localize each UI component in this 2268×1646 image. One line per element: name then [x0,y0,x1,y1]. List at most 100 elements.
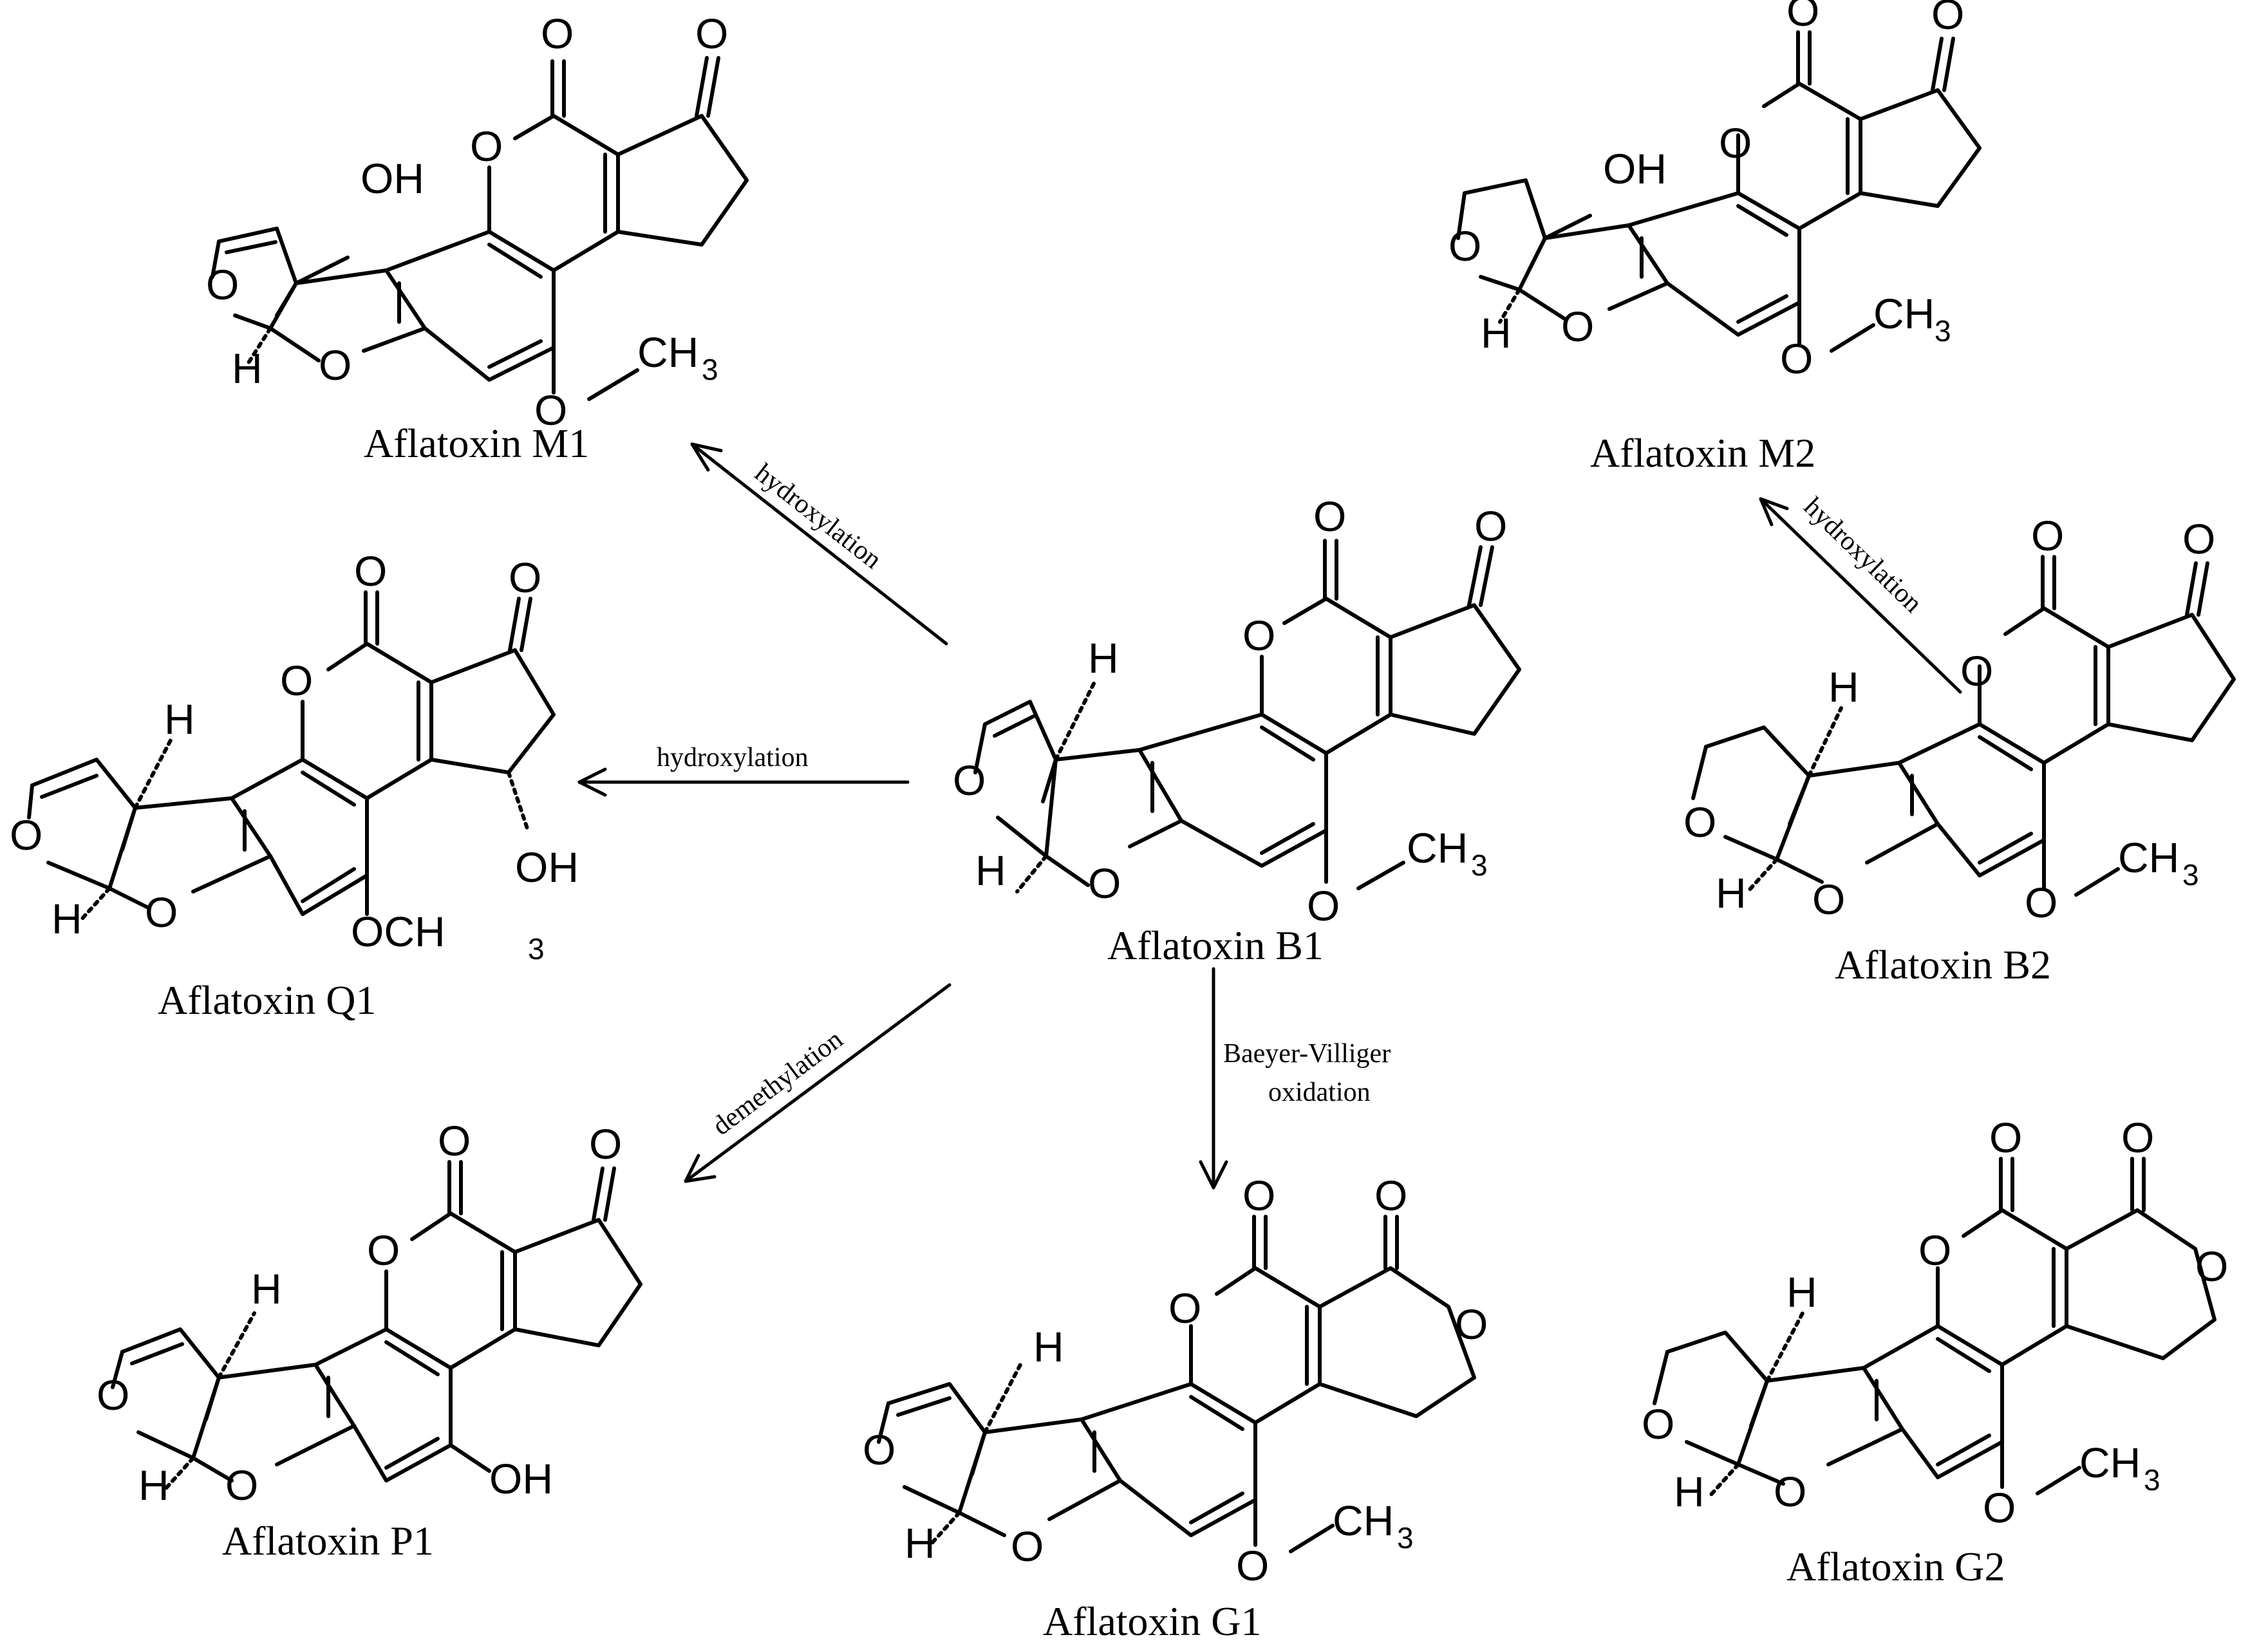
m1-o-ring: O [470,122,503,170]
g1-h-bottom: H [904,1519,935,1567]
label-reaction-to-m1: hydroxylation [749,458,887,575]
arrow-b1-to-m1: hydroxylation [690,442,948,646]
g2-o-carbonyl2: O [2121,1114,2154,1161]
label-p1: Aflatoxin P1 [222,1518,434,1564]
label-reaction-to-g1-line2: oxidation [1268,1078,1371,1107]
q1-och: OCH [351,908,445,955]
p1-o-furan: O [97,1371,129,1419]
m1-h-bottom: H [232,344,263,392]
label-b2: Aflatoxin B2 [1835,942,2051,987]
molecule-b1: O H H O O O O O CH 3 Aflatoxin B1 [953,492,1521,968]
b1-ch: CH [1407,824,1468,872]
g1-sub3: 3 [1397,1521,1414,1555]
b2-ch: CH [2118,834,2179,881]
p1-o-ring: O [367,1226,400,1274]
arrow-b1-to-p1: demethylation [684,983,951,1183]
b2-sub3: 3 [2182,858,2199,892]
m2-sub3: 3 [1935,314,1951,348]
m2-o-ketone: O [1931,0,1964,38]
q1-o-ketone: O [509,554,541,601]
g1-o-bridge: O [1011,1522,1044,1570]
m1-o-carbonyl: O [541,10,574,57]
p1-h-bottom: H [138,1461,169,1509]
molecule-b2: O H H O O O O O CH 3 Aflatoxin B2 [1683,512,2236,987]
b2-o-carbonyl: O [2031,512,2064,559]
m2-oh: OH [1603,145,1667,192]
q1-o-ring: O [280,657,313,704]
g2-sub3: 3 [2144,1463,2160,1497]
b1-o-methoxy: O [1307,882,1340,930]
b2-o-furan: O [1683,798,1716,846]
g2-o-carbonyl: O [1989,1114,2022,1161]
m2-ch: CH [1873,290,1935,337]
b2-h-bottom: H [1716,869,1747,917]
m1-oh: OH [361,154,424,202]
molecule-p1: O H H O O O O OH Aflatoxin P1 [97,1117,642,1564]
q1-oh: OH [515,843,579,891]
label-b1: Aflatoxin B1 [1107,922,1324,968]
arrow-b2-to-m2: hydroxylation [1759,492,1962,694]
g1-o-methoxy: O [1236,1542,1269,1589]
m2-o-carbonyl: O [1786,0,1819,35]
label-g2: Aflatoxin G2 [1786,1544,2005,1589]
arrow-b1-to-q1: hydroxylation [577,743,910,797]
b2-o-ketone: O [2182,515,2215,563]
m1-o-furan: O [206,261,239,308]
b2-o-bridge: O [1812,875,1845,923]
b1-o-ring: O [1242,612,1275,659]
g2-ch: CH [2079,1439,2141,1486]
g1-o-lactone: O [1455,1300,1488,1348]
b1-h-top: H [1088,634,1119,682]
q1-o-carbonyl: O [354,547,387,595]
b1-o-carbonyl: O [1313,492,1346,540]
g2-o-lactone: O [2195,1242,2228,1290]
g1-ch: CH [1333,1497,1394,1544]
m2-o-ring: O [1719,119,1752,167]
g2-h-bottom: H [1674,1468,1705,1515]
m2-o-furan: O [1448,222,1481,270]
p1-h-top: H [251,1265,282,1313]
b2-o-ring: O [1960,647,1993,695]
m1-o-ketone: O [695,10,728,57]
molecule-g2: O H H O O O O O O CH 3 Aflatoxin G2 [1642,1114,2228,1589]
b1-o-furan: O [953,756,986,804]
label-reaction-to-g1-line1: Baeyer-Villiger [1223,1039,1391,1069]
g2-o-ring: O [1918,1226,1951,1274]
arrow-b1-to-g1: Baeyer-Villiger oxidation [1199,967,1391,1190]
label-g1: Aflatoxin G1 [1043,1598,1262,1644]
p1-o-ketone: O [589,1120,622,1168]
b1-sub3: 3 [1471,848,1488,882]
b2-h-top: H [1828,663,1859,711]
p1-o-carbonyl: O [438,1117,471,1164]
q1-o-bridge: O [145,888,178,936]
g1-o-furan: O [863,1426,895,1473]
g2-o-methoxy: O [1983,1484,2016,1531]
g1-o-ring: O [1168,1284,1201,1332]
label-m2: Aflatoxin M2 [1590,430,1815,476]
m1-ch: CH [637,328,698,376]
g1-o-carbonyl2: O [1374,1172,1407,1219]
m1-sub3: 3 [702,353,718,386]
b1-o-bridge: O [1088,859,1121,907]
g2-o-furan: O [1642,1400,1674,1448]
m2-h-bottom: H [1481,309,1512,357]
q1-h-top: H [164,695,195,743]
b1-h-bottom: H [975,846,1006,894]
q1-o-furan: O [10,811,42,859]
m1-o-bridge: O [319,341,351,389]
g2-o-bridge: O [1774,1468,1806,1515]
p1-oh: OH [489,1455,553,1502]
g1-h-top: H [1033,1323,1064,1370]
label-q1: Aflatoxin Q1 [158,977,377,1023]
p1-o-bridge: O [225,1461,258,1509]
q1-h-bottom: H [52,895,82,942]
g1-o-carbonyl: O [1242,1172,1275,1219]
label-reaction-to-q1: hydroxylation [657,743,809,772]
label-reaction-to-p1: demethylation [707,1025,848,1141]
b2-o-methoxy: O [2025,879,2057,926]
q1-sub3: 3 [528,932,545,966]
label-m1: Aflatoxin M1 [364,420,589,466]
m2-o-methoxy: O [1780,335,1813,382]
molecule-m2: O OH H O O O O O CH 3 Aflatoxin M2 [1448,0,1982,476]
